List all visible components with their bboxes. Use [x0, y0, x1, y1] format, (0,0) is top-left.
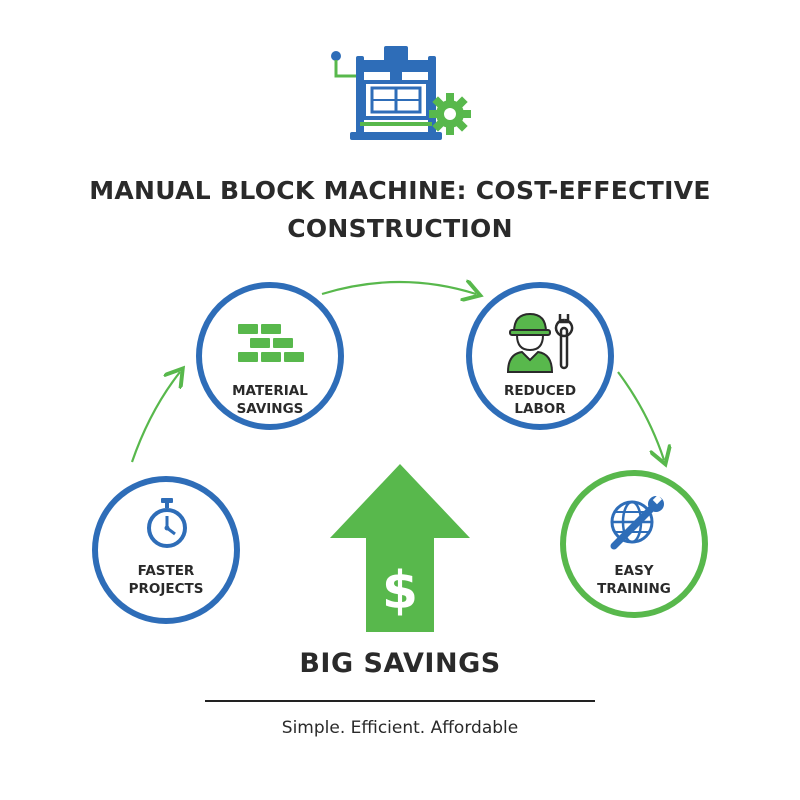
node-easy-training: EASY TRAINING — [560, 470, 708, 618]
title-line-1: MANUAL BLOCK MACHINE: COST-EFFECTIVE — [89, 176, 711, 205]
node-material-savings: MATERIAL SAVINGS — [196, 282, 344, 430]
up-arrow-dollar-icon: $ — [330, 464, 470, 632]
globe-wrench-icon — [610, 495, 664, 550]
faster-projects-label: FASTER PROJECTS — [98, 562, 234, 598]
easy-training-line-1: EASY — [614, 563, 654, 579]
node-reduced-labor: REDUCED LABOR — [466, 282, 614, 430]
faster-projects-line-1: FASTER — [137, 563, 195, 579]
tagline: Simple. Efficient. Affordable — [281, 718, 519, 738]
arrow-labor-to-training — [617, 371, 664, 460]
divider — [205, 700, 595, 702]
material-savings-line-1: MATERIAL — [232, 383, 308, 399]
dollar-sign: $ — [382, 561, 418, 621]
big-savings-label: BIG SAVINGS — [299, 648, 501, 679]
material-savings-line-2: SAVINGS — [236, 401, 304, 417]
reduced-labor-label: REDUCED LABOR — [472, 382, 608, 418]
node-faster-projects: FASTER PROJECTS — [92, 476, 240, 624]
stopwatch-icon — [147, 498, 187, 548]
arrow-material-to-labor — [321, 282, 476, 294]
bricks-icon — [238, 324, 304, 362]
easy-training-label: EASY TRAINING — [566, 562, 702, 598]
reduced-labor-line-2: LABOR — [514, 401, 566, 417]
easy-training-line-2: TRAINING — [597, 581, 671, 597]
reduced-labor-line-1: REDUCED — [503, 383, 577, 399]
block-machine-icon — [331, 46, 471, 140]
worker-wrench-icon — [506, 312, 574, 373]
title-line-2: CONSTRUCTION — [287, 214, 513, 243]
material-savings-label: MATERIAL SAVINGS — [202, 382, 338, 418]
faster-projects-line-2: PROJECTS — [128, 581, 204, 597]
arrow-faster-to-material — [130, 372, 180, 463]
page-title: MANUAL BLOCK MACHINE: COST-EFFECTIVE CON… — [0, 172, 800, 248]
